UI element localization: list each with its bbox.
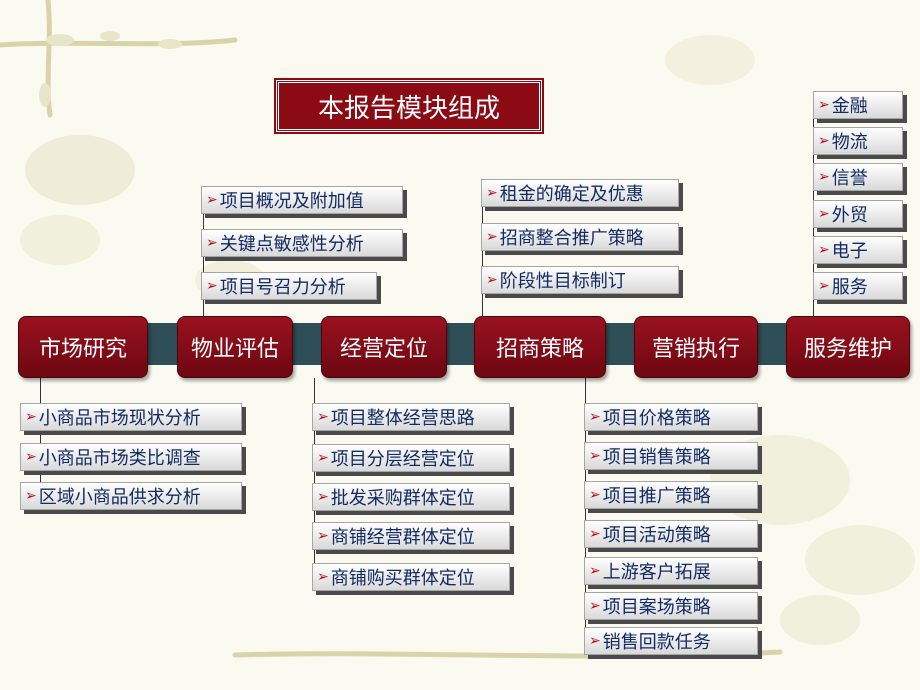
arrow-bullet-icon: ➢	[25, 488, 37, 504]
connector-line	[585, 378, 586, 648]
arrow-bullet-icon: ➢	[317, 450, 329, 466]
list-item: ➢物流	[813, 127, 903, 155]
arrow-bullet-icon: ➢	[589, 526, 601, 542]
node-business-positioning[interactable]: 经营定位	[321, 316, 447, 378]
list-item: ➢上游客户拓展	[584, 557, 758, 585]
arrow-bullet-icon: ➢	[589, 409, 601, 425]
node-market-research[interactable]: 市场研究	[18, 316, 148, 378]
list-item: ➢区域小商品供求分析	[20, 482, 242, 510]
list-item: ➢商铺购买群体定位	[312, 563, 510, 591]
arrow-bullet-icon: ➢	[486, 229, 498, 245]
list-item: ➢外贸	[813, 200, 903, 228]
list-item: ➢项目号召力分析	[201, 272, 377, 300]
list-item: ➢项目推广策略	[584, 481, 758, 509]
list-item: ➢项目案场策略	[584, 592, 758, 620]
list-item: ➢销售回款任务	[584, 627, 758, 655]
arrow-bullet-icon: ➢	[486, 272, 498, 288]
connector-line	[40, 378, 41, 498]
list-item: ➢项目分层经营定位	[312, 444, 510, 472]
list-item: ➢项目活动策略	[584, 520, 758, 548]
arrow-bullet-icon: ➢	[486, 185, 498, 201]
diagram-title: 本报告模块组成	[274, 78, 544, 134]
list-item: ➢阶段性目标制订	[481, 266, 679, 294]
list-item: ➢服务	[813, 272, 903, 300]
arrow-bullet-icon: ➢	[317, 409, 329, 425]
arrow-bullet-icon: ➢	[317, 569, 329, 585]
arrow-bullet-icon: ➢	[589, 563, 601, 579]
list-item: ➢小商品市场类比调查	[20, 443, 242, 471]
list-item: ➢关键点敏感性分析	[201, 229, 403, 257]
list-item: ➢批发采购群体定位	[312, 483, 510, 511]
arrow-bullet-icon: ➢	[589, 487, 601, 503]
list-item: ➢项目销售策略	[584, 442, 758, 470]
arrow-bullet-icon: ➢	[206, 235, 218, 251]
list-item: ➢金融	[813, 91, 903, 119]
arrow-bullet-icon: ➢	[589, 448, 601, 464]
node-leasing-strategy[interactable]: 招商策略	[474, 316, 606, 378]
list-item: ➢信誉	[813, 163, 903, 191]
arrow-bullet-icon: ➢	[25, 449, 37, 465]
list-item: ➢电子	[813, 236, 903, 264]
list-item: ➢项目整体经营思路	[312, 403, 510, 431]
list-item: ➢租金的确定及优惠	[481, 179, 679, 207]
arrow-bullet-icon: ➢	[818, 169, 830, 185]
arrow-bullet-icon: ➢	[818, 206, 830, 222]
arrow-bullet-icon: ➢	[317, 528, 329, 544]
node-service-maintenance[interactable]: 服务维护	[786, 316, 910, 378]
arrow-bullet-icon: ➢	[206, 278, 218, 294]
arrow-bullet-icon: ➢	[589, 633, 601, 649]
list-item: ➢小商品市场现状分析	[20, 403, 242, 431]
connector-line	[314, 378, 315, 578]
timeline-bar	[18, 323, 910, 365]
arrow-bullet-icon: ➢	[818, 242, 830, 258]
arrow-bullet-icon: ➢	[206, 192, 218, 208]
arrow-bullet-icon: ➢	[818, 278, 830, 294]
arrow-bullet-icon: ➢	[25, 409, 37, 425]
arrow-bullet-icon: ➢	[818, 97, 830, 113]
arrow-bullet-icon: ➢	[317, 489, 329, 505]
list-item: ➢项目概况及附加值	[201, 186, 403, 214]
list-item: ➢商铺经营群体定位	[312, 522, 510, 550]
list-item: ➢招商整合推广策略	[481, 223, 679, 251]
node-marketing-execution[interactable]: 营销执行	[634, 316, 758, 378]
list-item: ➢项目价格策略	[584, 403, 758, 431]
node-property-evaluation[interactable]: 物业评估	[177, 316, 293, 378]
arrow-bullet-icon: ➢	[589, 598, 601, 614]
arrow-bullet-icon: ➢	[818, 133, 830, 149]
